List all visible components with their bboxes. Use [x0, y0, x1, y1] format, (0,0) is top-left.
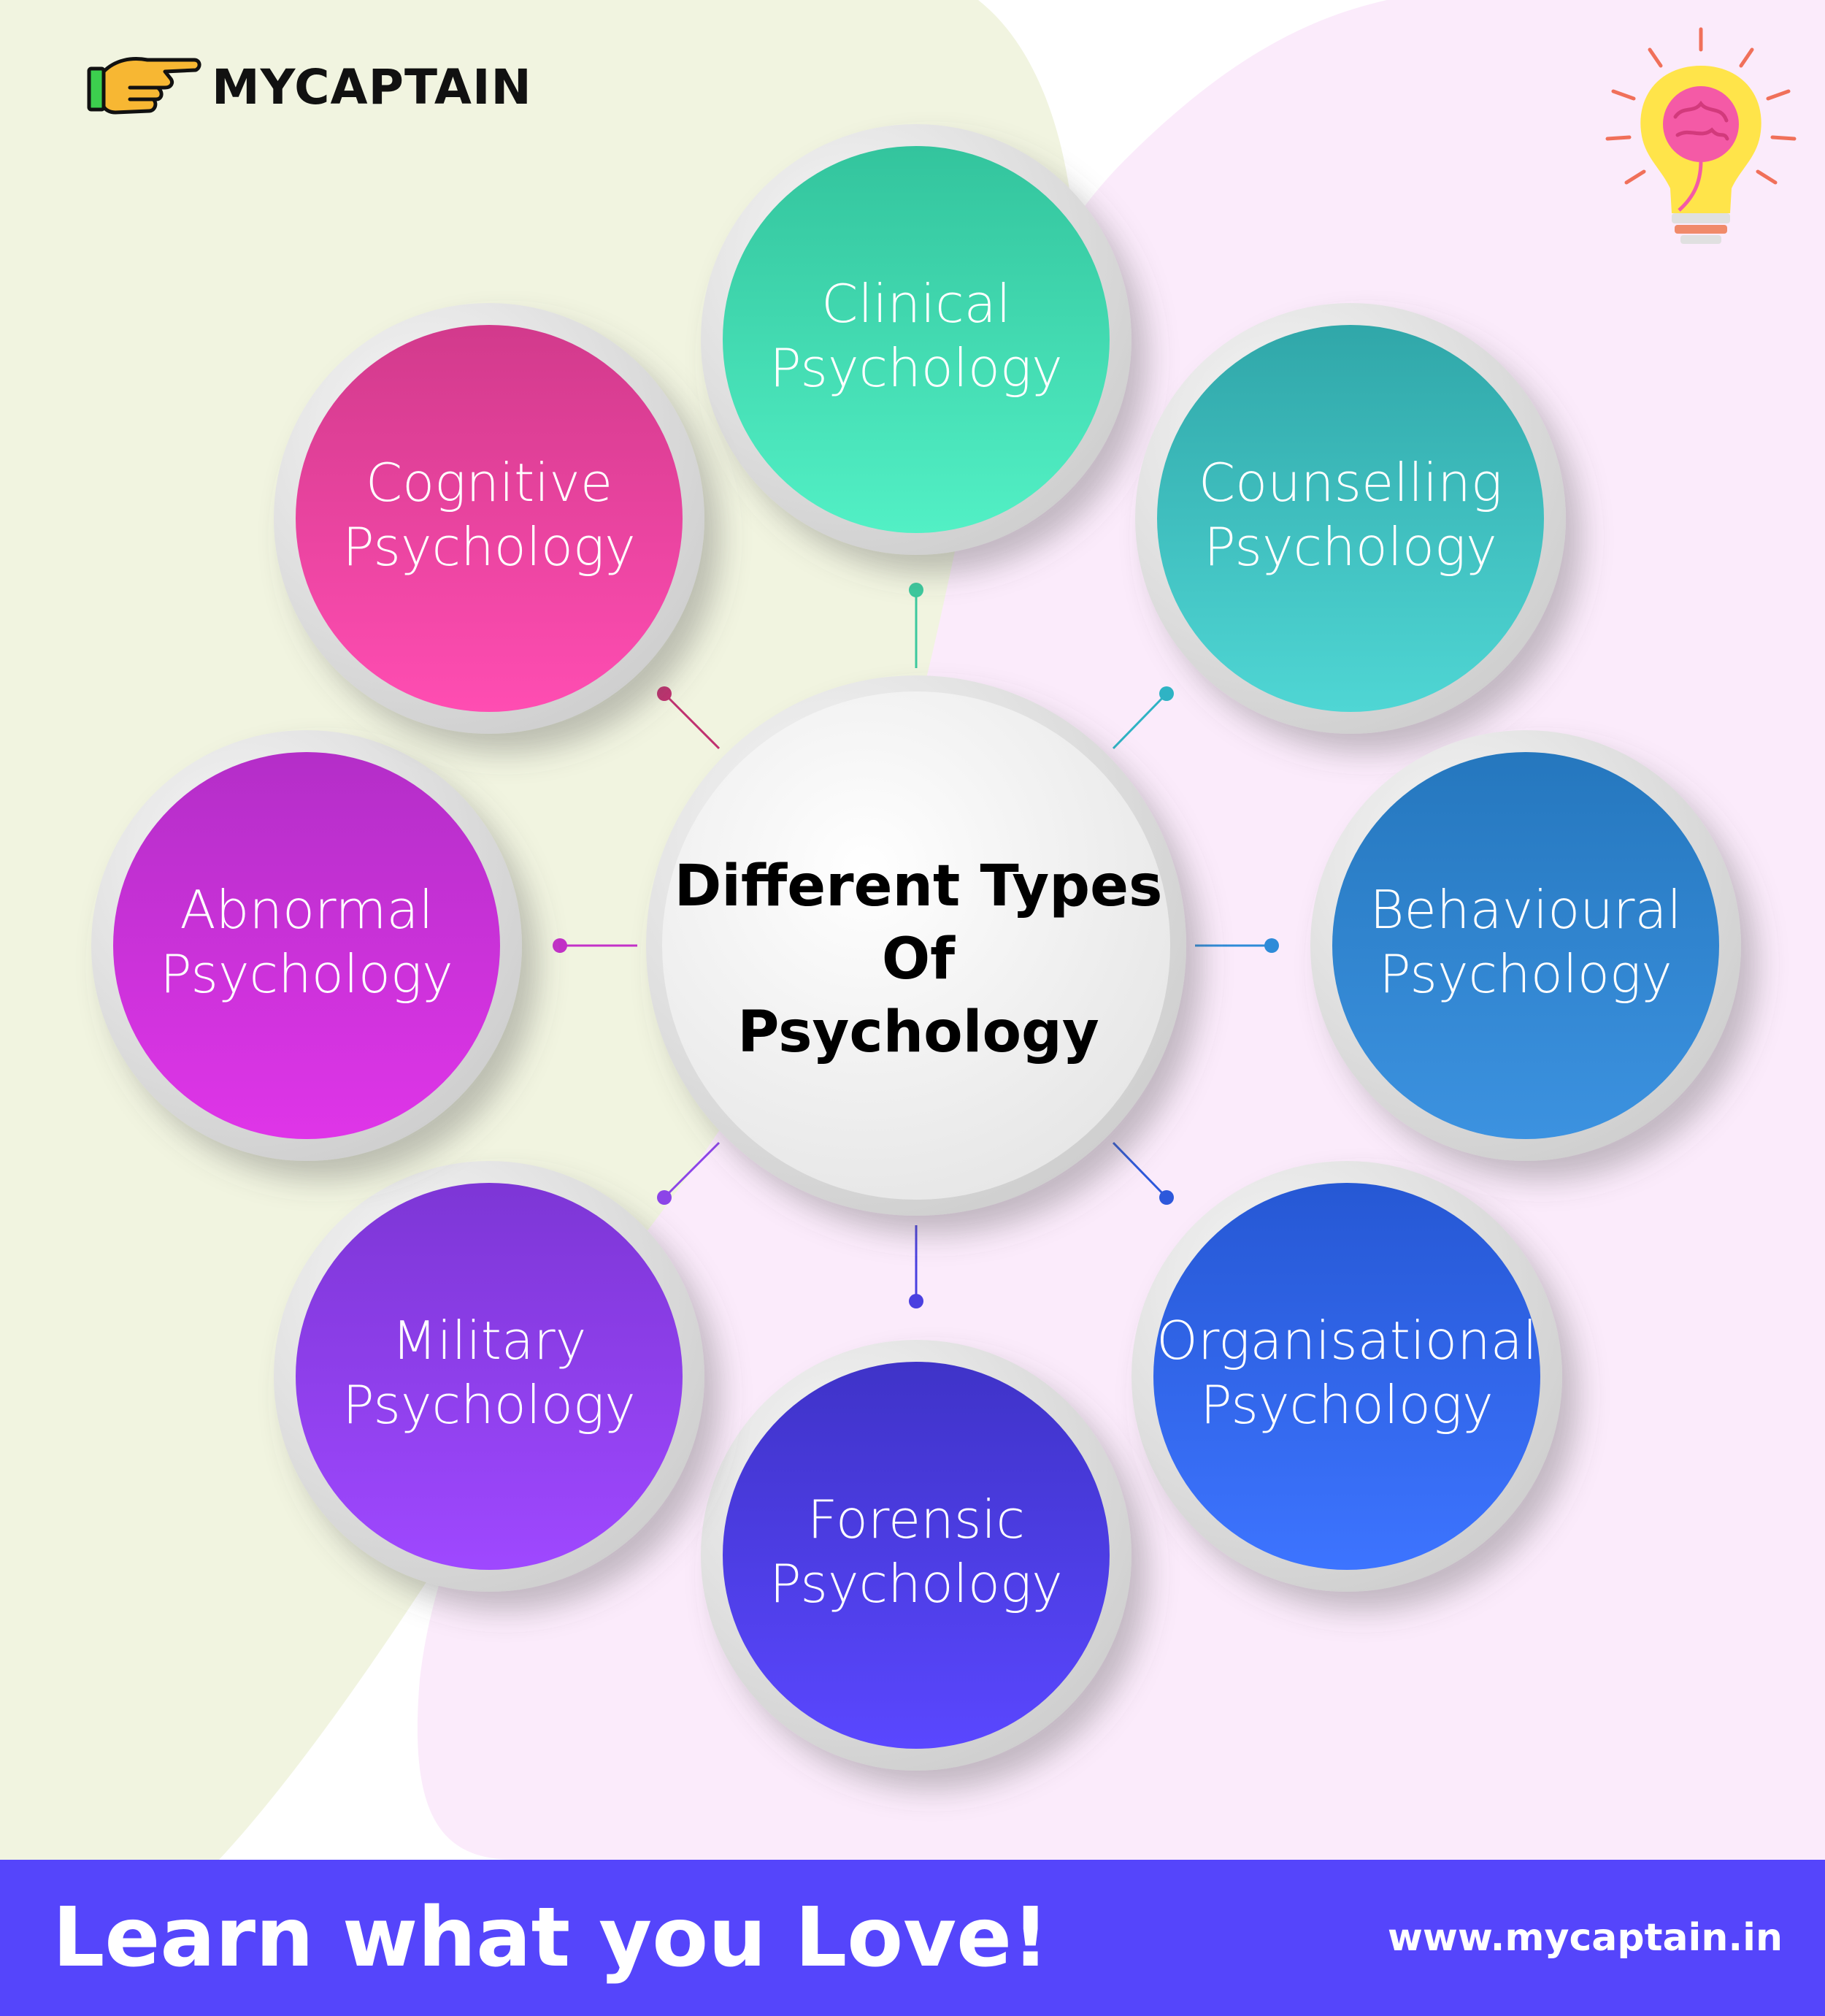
center-title-line-2: Of	[882, 927, 956, 992]
center-circle	[662, 691, 1170, 1200]
psychology-diagram: ClinicalPsychologyCounsellingPsychologyB…	[91, 124, 1741, 1771]
website-link[interactable]: www.mycaptain.in	[1387, 1916, 1783, 1960]
brand-logo[interactable]: MYCAPTAIN	[86, 47, 532, 127]
connector-dot-cognitive	[657, 686, 672, 701]
node-label-military-2: Psychology	[342, 1374, 635, 1436]
node-label-abnormal-2: Psychology	[160, 943, 453, 1005]
connector-dot-military	[657, 1190, 672, 1205]
node-circle-military	[296, 1183, 683, 1570]
tagline: Learn what you Love!	[53, 1890, 1050, 1985]
node-label-forensic-1: Forensic	[807, 1489, 1025, 1550]
center-title-line-3: Psychology	[737, 1000, 1099, 1065]
node-circle-organisational	[1153, 1183, 1540, 1570]
node-circle-cognitive	[296, 325, 683, 712]
brand-name: MYCAPTAIN	[212, 58, 532, 115]
connector-group	[553, 583, 1279, 1308]
node-label-forensic-2: Psychology	[769, 1553, 1062, 1614]
node-label-clinical-2: Psychology	[769, 337, 1062, 399]
node-label-organisational-1: Organisational	[1156, 1310, 1537, 1371]
node-label-clinical-1: Clinical	[821, 273, 1011, 334]
pointing-hand-icon	[87, 57, 201, 115]
connector-dot-abnormal	[553, 938, 567, 953]
connector-dot-forensic	[909, 1294, 923, 1308]
lightbulb-brain-icon	[1605, 27, 1797, 244]
connector-line-military	[663, 1141, 721, 1199]
node-circle-abnormal	[113, 752, 500, 1139]
node-label-behavioural-2: Psychology	[1379, 943, 1672, 1005]
node-label-military-1: Military	[392, 1310, 587, 1371]
node-group: ClinicalPsychologyCounsellingPsychologyB…	[91, 124, 1741, 1771]
node-circle-behavioural	[1332, 752, 1719, 1139]
connector-dot-organisational	[1159, 1190, 1174, 1205]
node-label-cognitive-1: Cognitive	[366, 452, 612, 513]
connector-dot-counselling	[1159, 686, 1174, 701]
center-title-line-1: Different Types	[675, 854, 1163, 919]
node-label-counselling-1: Counselling	[1199, 452, 1502, 513]
connector-line-organisational	[1112, 1141, 1168, 1199]
node-label-abnormal-1: Abnormal	[180, 879, 433, 940]
connector-line-counselling	[1112, 692, 1168, 750]
node-circle-clinical	[723, 146, 1110, 533]
center-hub: Different Types Of Psychology	[646, 675, 1186, 1216]
footer-banner: Learn what you Love! www.mycaptain.in	[0, 1860, 1825, 2016]
connector-dot-behavioural	[1264, 938, 1279, 953]
node-circle-counselling	[1157, 325, 1544, 712]
node-label-cognitive-2: Psychology	[342, 516, 635, 578]
node-label-behavioural-1: Behavioural	[1369, 879, 1681, 940]
connector-dot-clinical	[909, 583, 923, 597]
node-circle-forensic	[723, 1362, 1110, 1749]
node-label-counselling-2: Psychology	[1204, 516, 1496, 578]
node-label-organisational-2: Psychology	[1200, 1374, 1493, 1436]
connector-line-cognitive	[663, 692, 721, 750]
